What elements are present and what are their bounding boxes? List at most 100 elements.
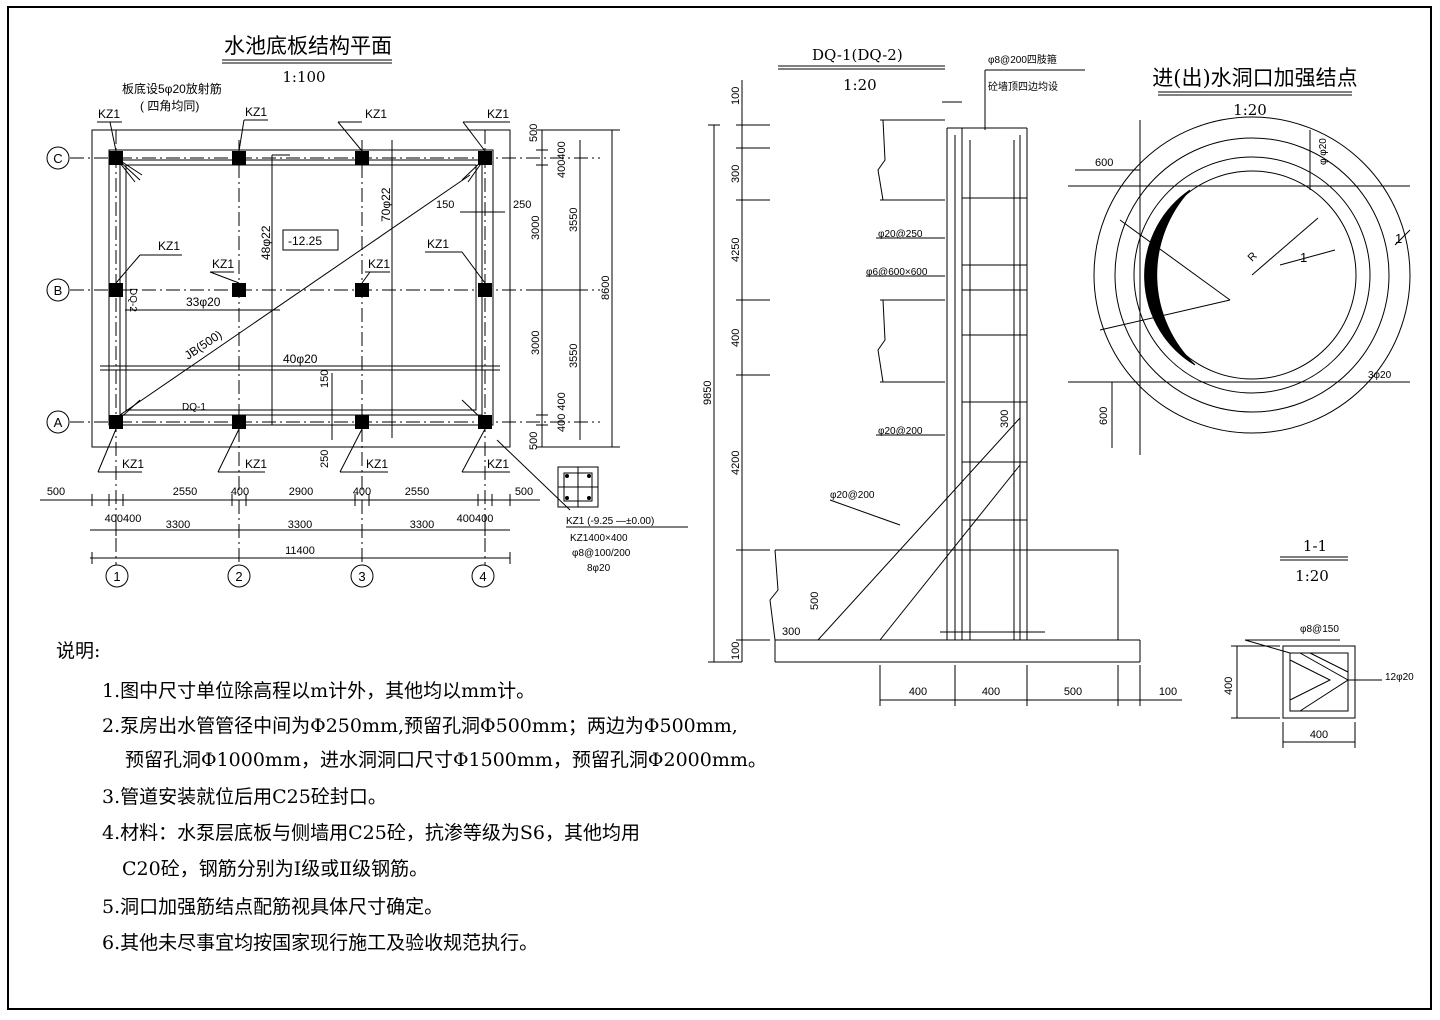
note-item: 预留孔洞Φ1000mm，进水洞洞口尺寸Φ1500mm，预留孔洞Φ2000mm。	[125, 749, 767, 771]
opening-hatch	[1144, 189, 1196, 366]
dim-text: 500	[47, 486, 65, 498]
dim-text: 400400	[457, 513, 494, 525]
dim-text: 400	[1310, 729, 1328, 741]
dim-text: 400	[982, 686, 1000, 698]
notes-heading: 说明:	[56, 640, 101, 662]
dim-text: 500	[1064, 686, 1082, 698]
dim-text: 250	[513, 199, 531, 211]
column-kz1	[232, 283, 246, 297]
opening-title: 进(出)水洞口加强结点	[1152, 66, 1357, 90]
cut-label: 1	[1395, 231, 1402, 246]
drawing-frame	[7, 6, 1432, 1010]
column-detail-line1: KZ1 (-9.25 —±0.00)	[566, 516, 654, 527]
column-kz1	[355, 415, 369, 429]
slab-outline	[91, 129, 511, 448]
dim-text: 100	[1159, 686, 1177, 698]
kz1-label: KZ1	[122, 457, 144, 471]
rebar-v2: 70φ22	[379, 187, 393, 222]
axis-label-1: 1	[113, 569, 120, 584]
plan-scale: 1:100	[282, 68, 325, 86]
dim-text: 2550	[405, 486, 429, 498]
dim-text: 400 400	[556, 392, 568, 432]
dim-text: 400	[730, 329, 742, 347]
column-detail-line4: 8φ20	[587, 563, 611, 574]
axis-bubble-1	[105, 564, 129, 588]
dim-text: 150	[436, 199, 454, 211]
dq1-label: DQ-1	[182, 402, 206, 413]
opening-ring-outer	[1093, 116, 1411, 434]
column-kz1	[109, 151, 123, 165]
axis-bubble-c	[46, 146, 70, 170]
dim-text: 2900	[289, 486, 313, 498]
kz1-label: KZ1	[366, 457, 388, 471]
dim-text: 500	[809, 592, 821, 610]
dim-text: 400	[1223, 677, 1235, 695]
axis-label-a: A	[54, 415, 63, 430]
dim-text: 3300	[410, 519, 434, 531]
jb-label: JB(500)	[182, 327, 225, 362]
rebar-h1: 33φ20	[186, 295, 221, 309]
radial-rebar-note-2: ( 四角均同)	[140, 99, 199, 113]
rebar-h2: 40φ20	[283, 352, 318, 366]
axis-label-4: 4	[479, 569, 486, 584]
wall-note-2: 砼墙顶四边均设	[988, 80, 1058, 93]
rebar-label-2: φ6@600×600	[866, 267, 928, 278]
opening-detail: 进(出)水洞口加强结点 1:20 600 600 R 1 1 φ φ20 3φ2…	[1068, 66, 1411, 455]
dim-text: 600	[1095, 157, 1113, 169]
axis-label-c: C	[53, 151, 62, 166]
note-item: 6.其他未尽事宜均按国家现行施工及验收规范执行。	[102, 932, 539, 954]
kz1-label: KZ1	[487, 107, 509, 121]
dim-total: 9850	[702, 381, 714, 405]
column-kz1	[109, 415, 123, 429]
dim-text: 300	[782, 626, 800, 638]
axis-bubble-b	[46, 278, 70, 302]
kz1-label: KZ1	[158, 239, 180, 253]
dim-text: 400400	[105, 513, 142, 525]
dim-text: 3000	[530, 331, 542, 355]
opening-scale: 1:20	[1233, 101, 1267, 119]
kz1-label: KZ1	[212, 257, 234, 271]
column-kz1	[478, 415, 492, 429]
dim-text: 500	[515, 486, 533, 498]
stirrup-label: φ8@150	[1300, 624, 1339, 635]
dim-total: 8600	[600, 276, 612, 300]
axis-bubble-3	[350, 564, 374, 588]
rebar-side-label: 3φ20	[1368, 370, 1392, 381]
wall-section: DQ-1(DQ-2) 1:20 φ8@200四肢箍 砼墙顶四边均设	[702, 46, 1182, 706]
axis-bubble-4	[471, 564, 495, 588]
section-1-1: 1-1 1:20 12φ20 φ8@150 400 400	[1223, 537, 1414, 748]
rebar-label-1: φ20@250	[878, 229, 923, 240]
note-item: 1.图中尺寸单位除高程以m计外，其他均以mm计。	[102, 680, 536, 702]
section-scale: 1:20	[1295, 567, 1329, 585]
axis-bubble-a	[46, 410, 70, 434]
dim-text: 3300	[166, 519, 190, 531]
dim-text: 150	[319, 370, 331, 388]
column-kz1	[478, 151, 492, 165]
note-item: C20砼，钢筋分别为Ⅰ级或Ⅱ级钢筋。	[122, 858, 429, 880]
wall-section-scale: 1:20	[843, 76, 877, 94]
section-title: 1-1	[1303, 537, 1327, 555]
column-kz1	[478, 283, 492, 297]
note-item: 5.洞口加强筋结点配筋视具体尺寸确定。	[102, 896, 444, 918]
dim-text: 300	[730, 165, 742, 183]
kz1-label: KZ1	[365, 107, 387, 121]
dim-text: 500	[528, 124, 540, 142]
kz1-label: KZ1	[98, 107, 120, 121]
dq2-label: DQ-2	[127, 288, 138, 312]
column-kz1	[355, 283, 369, 297]
dim-text: 500	[528, 432, 540, 450]
plan-title: 水池底板结构平面	[224, 34, 392, 58]
wall-inner	[119, 159, 483, 416]
rebar-label-4: φ20@200	[830, 490, 875, 501]
dim-text: 400	[909, 686, 927, 698]
wall-outer	[108, 149, 494, 426]
column-detail-line2: KZ1400×400	[570, 533, 628, 544]
column-kz1	[355, 151, 369, 165]
dim-text: 100	[730, 87, 742, 105]
dim-text: 4250	[730, 238, 742, 262]
kz1-label: KZ1	[427, 237, 449, 251]
dim-text: 300	[999, 410, 1011, 428]
radius-label: R	[1246, 250, 1260, 264]
dim-text: 250	[319, 450, 331, 468]
